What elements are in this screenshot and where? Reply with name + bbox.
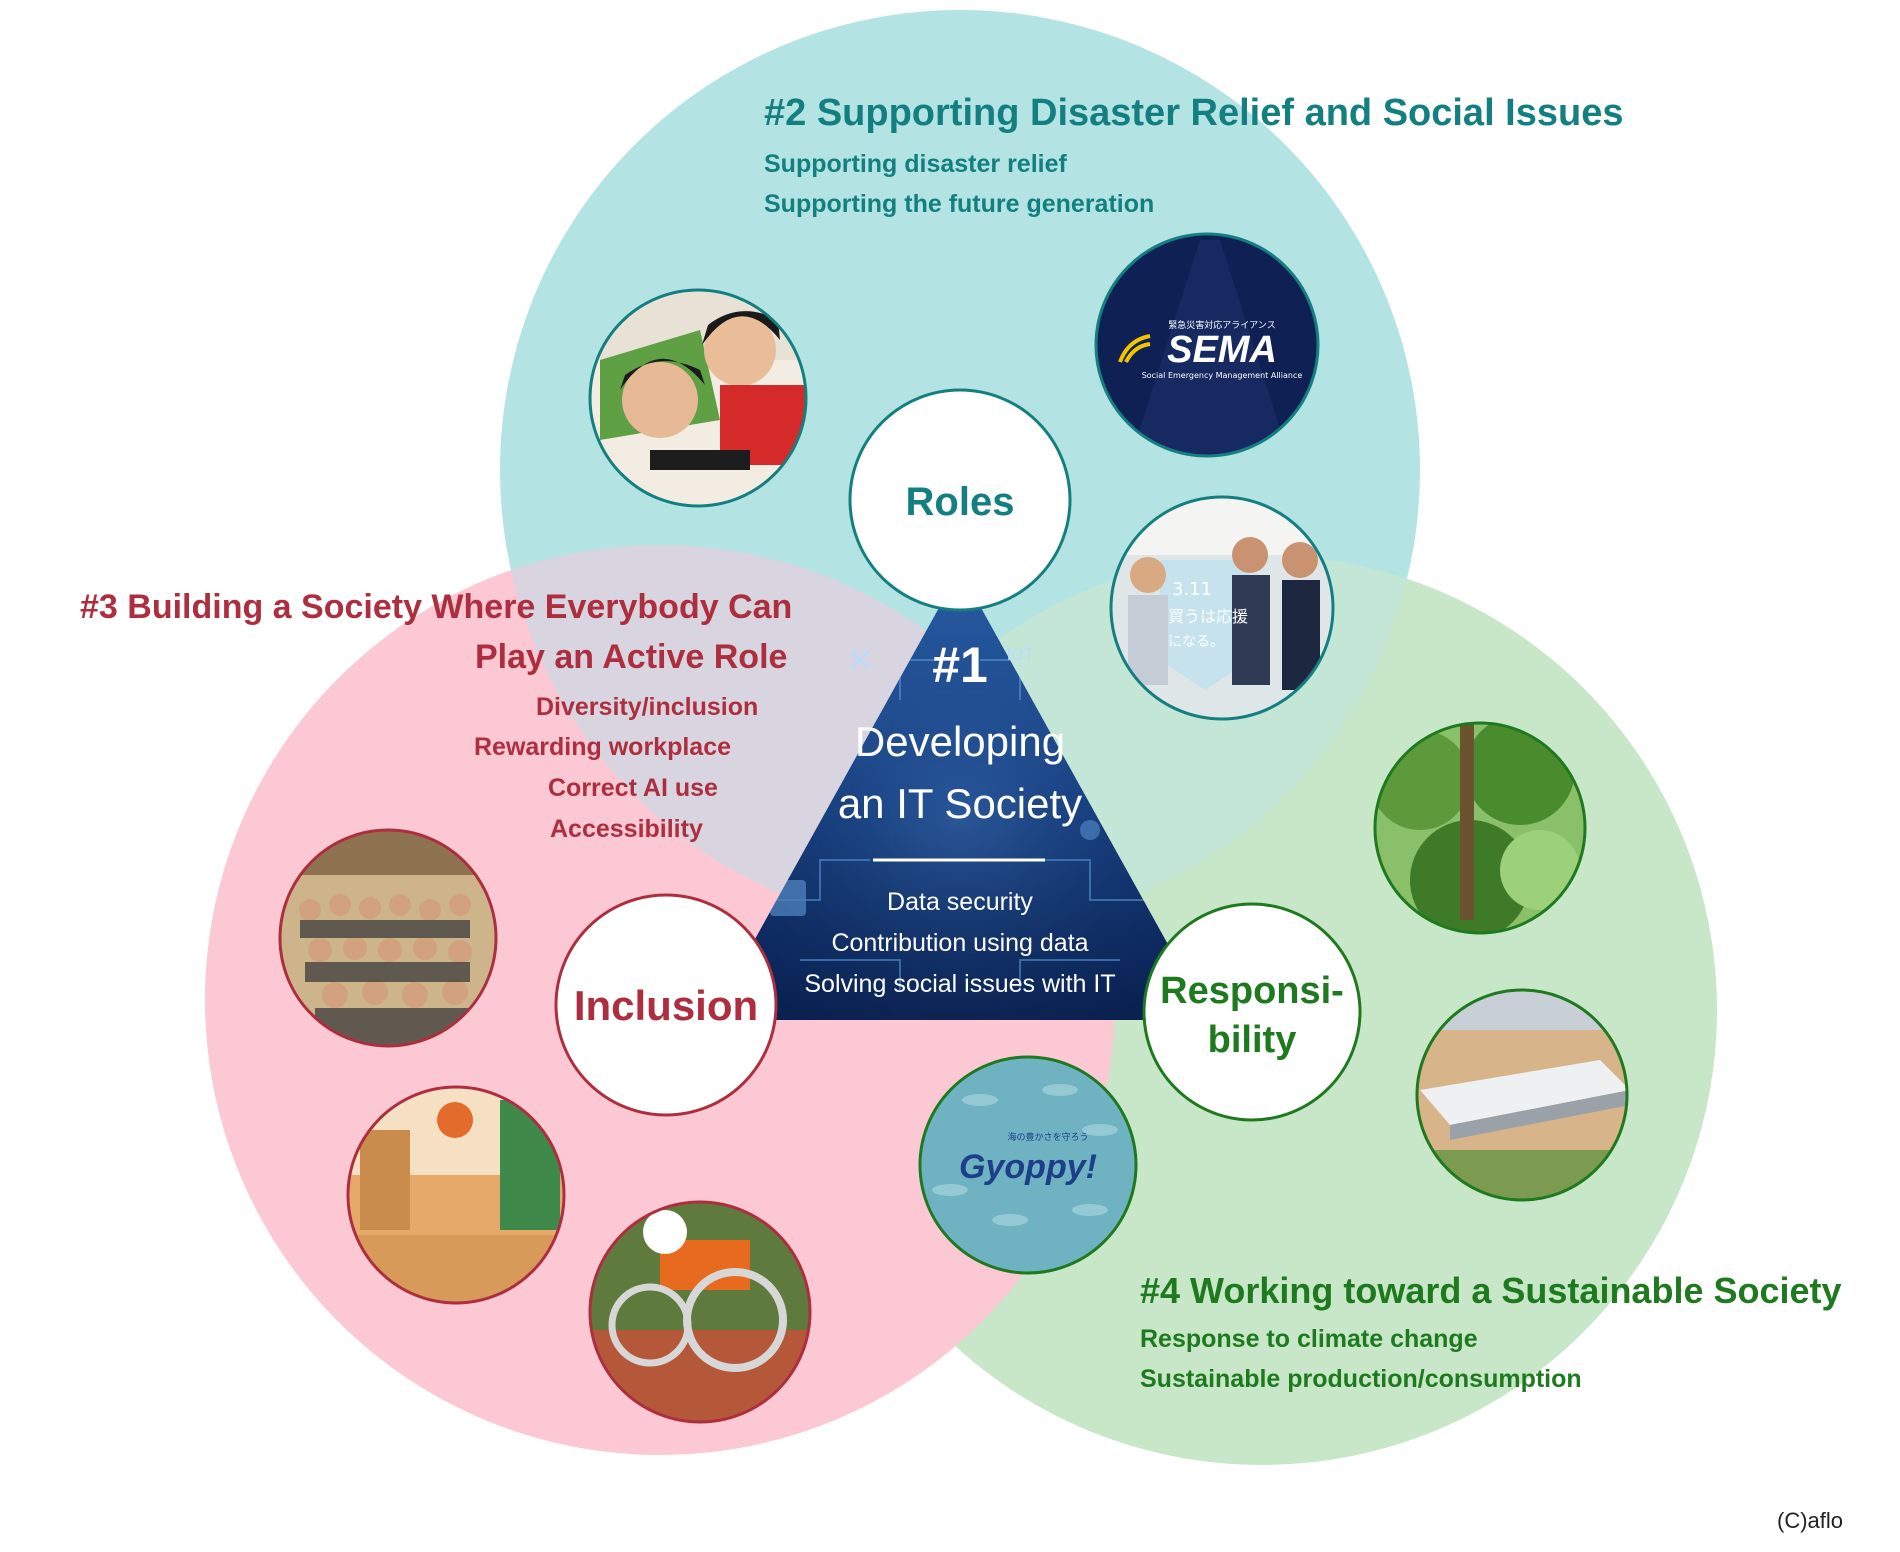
core-item-3: Solving social issues with IT bbox=[804, 970, 1116, 998]
photo-children-computer bbox=[588, 288, 808, 508]
sema-wave-icon bbox=[1118, 334, 1151, 363]
iot-icon: IOT bbox=[1006, 645, 1033, 664]
theme2-title: #2 Supporting Disaster Relief and Social… bbox=[764, 92, 1624, 134]
roles-label: Roles bbox=[906, 480, 1015, 524]
theme3-item-2: Rewarding workplace bbox=[474, 733, 732, 761]
core-title-line2: an IT Society bbox=[837, 780, 1083, 827]
core-item-2: Contribution using data bbox=[831, 929, 1089, 957]
theme3-title-line2: Play an Active Role bbox=[475, 638, 788, 676]
theme3-item-3: Correct AI use bbox=[548, 774, 718, 802]
responsibility-label-line1: Responsi- bbox=[1160, 970, 1344, 1012]
photo-sema-logo: 緊急災害対応アライアンス SEMA Social Emergency Manag… bbox=[1094, 232, 1320, 458]
theme3-title-line1: #3 Building a Society Where Everybody Ca… bbox=[80, 588, 793, 626]
x-icon: ✕ bbox=[846, 641, 875, 681]
photo-group bbox=[278, 828, 498, 1048]
theme4-title: #4 Working toward a Sustainable Society bbox=[1140, 1270, 1842, 1311]
photo-forest bbox=[1373, 721, 1587, 935]
theme3-item-1: Diversity/inclusion bbox=[536, 693, 759, 721]
photo-volunteers: 3.11 買うは応援 になる。 bbox=[1109, 495, 1335, 721]
sign-text-line3: になる。 bbox=[1168, 634, 1224, 650]
core-title-line1: Developing bbox=[854, 718, 1066, 765]
sema-small-text: 緊急災害対応アライアンス bbox=[1168, 319, 1275, 331]
theme3-item-4: Accessibility bbox=[550, 815, 703, 843]
inclusion-badge: Inclusion bbox=[554, 893, 778, 1117]
core-item-1: Data security bbox=[887, 888, 1033, 916]
theme4-item-1: Response to climate change bbox=[1140, 1325, 1478, 1353]
responsibility-label-line2: bility bbox=[1208, 1019, 1297, 1061]
photo-gyoppy: 海の豊かさを守ろう Gyoppy! bbox=[918, 1055, 1138, 1275]
core-number: #1 bbox=[932, 637, 988, 693]
roles-badge: Roles bbox=[848, 388, 1072, 612]
photo-credit: (C)aflo bbox=[1777, 1508, 1844, 1533]
theme2-item-2: Supporting the future generation bbox=[764, 190, 1155, 218]
sign-text-line1: 3.11 bbox=[1172, 579, 1212, 600]
theme2-item-1: Supporting disaster relief bbox=[764, 150, 1067, 178]
theme4-item-2: Sustainable production/consumption bbox=[1140, 1365, 1582, 1393]
sema-logo-text: SEMA bbox=[1167, 329, 1277, 371]
gyoppy-logo-text: Gyoppy! bbox=[959, 1148, 1097, 1186]
gyoppy-sub-text: 海の豊かさを守ろう bbox=[1007, 1131, 1088, 1143]
sema-sub-text: Social Emergency Management Alliance bbox=[1142, 371, 1303, 380]
photo-childcare-room bbox=[346, 1085, 566, 1305]
responsibility-badge: Responsi- bility bbox=[1142, 902, 1362, 1122]
sign-text-line2: 買うは応援 bbox=[1168, 607, 1248, 626]
inclusion-label: Inclusion bbox=[574, 982, 758, 1029]
